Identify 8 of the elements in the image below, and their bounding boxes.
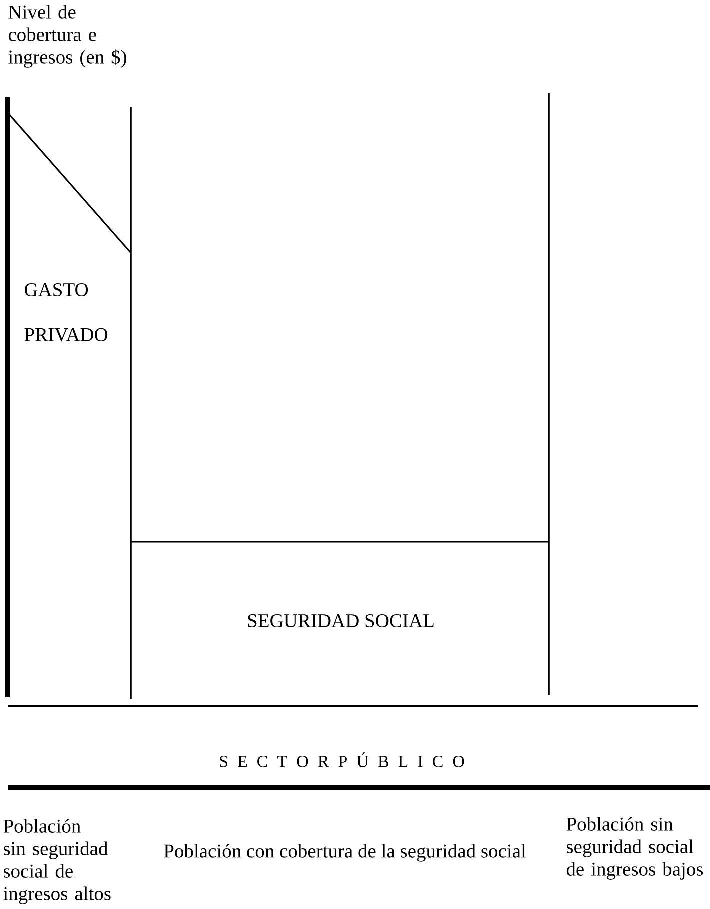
region-label: GASTO (25, 283, 88, 297)
population-label: Población sin seguridad social de ingresos altos (4, 819, 111, 904)
population-label: Población sin seguridad social de ingresos bajos (566, 817, 704, 880)
sector-label: S E C T O R P Ú B L I C O (220, 752, 464, 768)
region-label: SEGURIDAD SOCIAL (248, 614, 434, 628)
axis-label: Nivel de cobertura e ingresos (en $) (8, 5, 126, 68)
region-label: PRIVADO (24, 328, 108, 342)
population-label: Población con cobertura de la seguridad social (164, 844, 526, 862)
